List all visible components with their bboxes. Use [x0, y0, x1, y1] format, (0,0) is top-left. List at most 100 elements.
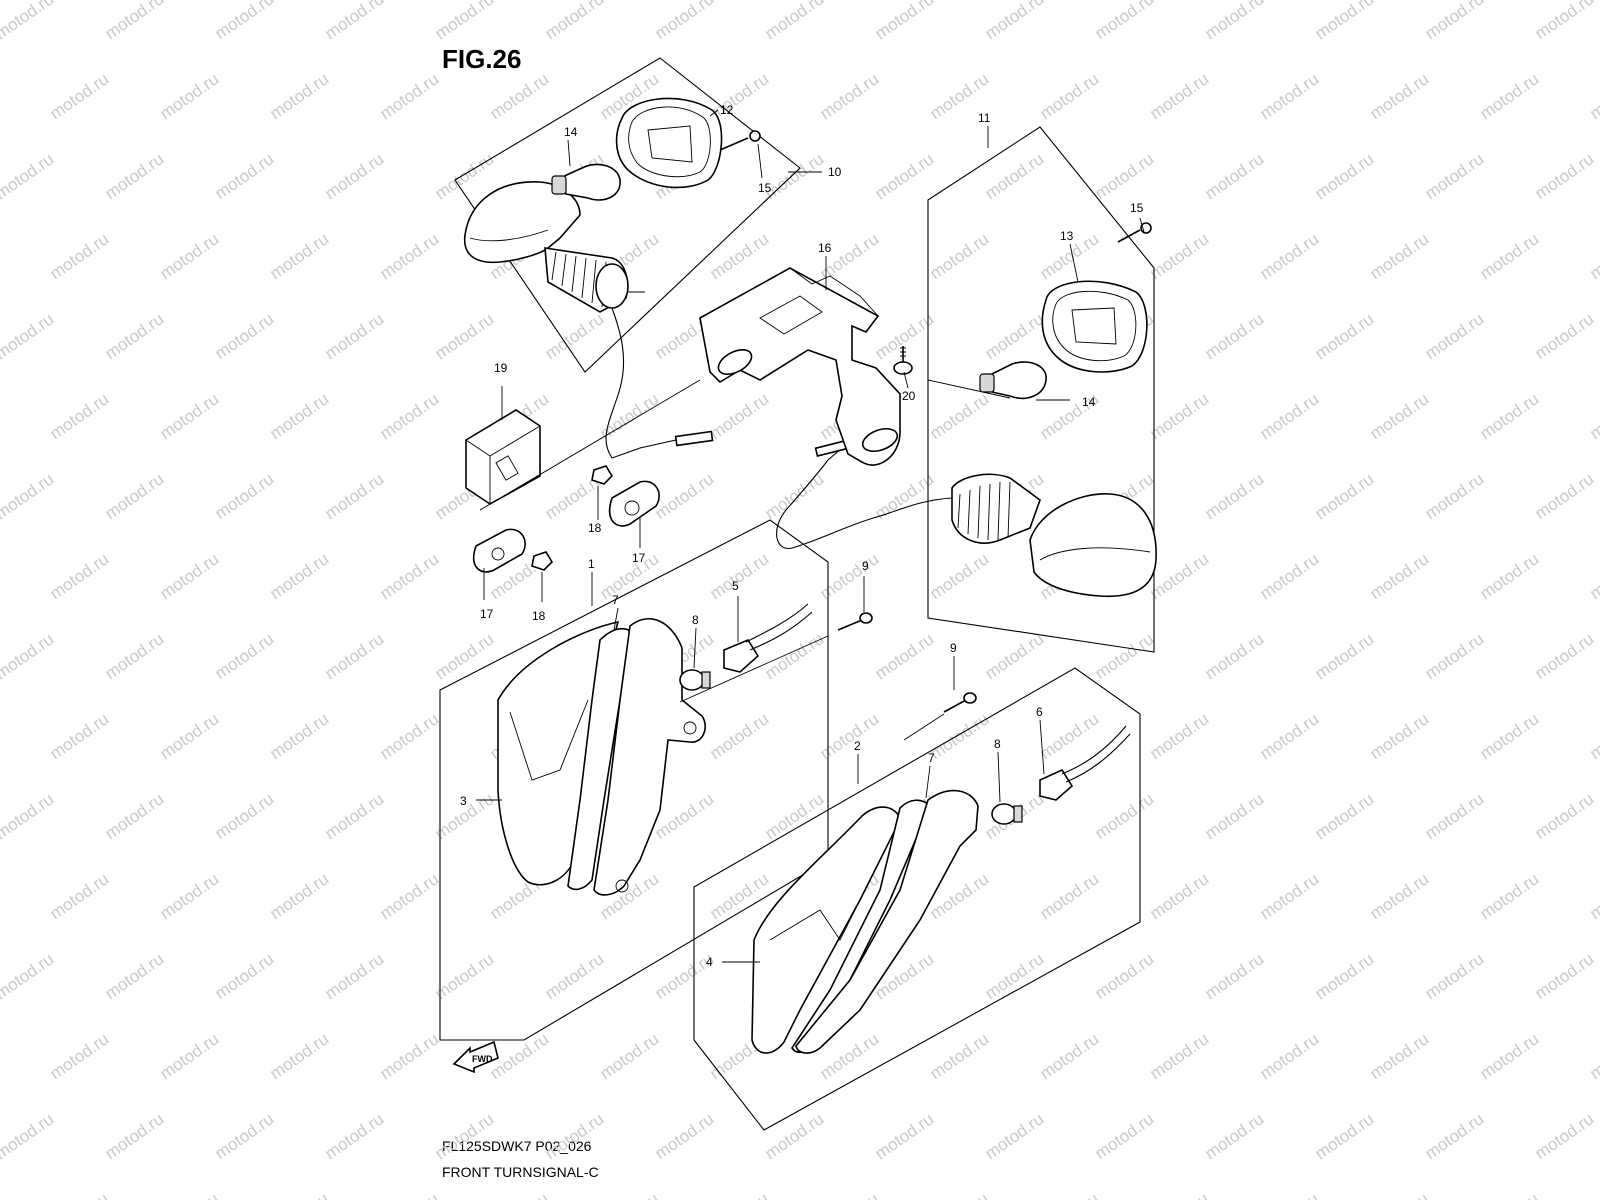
watermark-text: motod.ru — [541, 949, 607, 1003]
watermark-text: motod.ru — [706, 549, 772, 603]
watermark-text: motod.ru — [816, 709, 882, 763]
watermark-text: motod.ru — [1586, 69, 1600, 123]
housing-2-right — [795, 789, 979, 1054]
lens-4 — [751, 806, 901, 1054]
watermark-text: motod.ru — [761, 629, 827, 683]
callout-4: 4 — [706, 955, 713, 969]
watermark-text: motod.ru — [321, 789, 387, 843]
watermark-text: motod.ru — [871, 1109, 937, 1163]
watermark-text: motod.ru — [1421, 309, 1487, 363]
watermark-text: motod.ru — [1586, 869, 1600, 923]
watermark-text: motod.ru — [1311, 309, 1377, 363]
watermark-text: motod.ru — [376, 389, 442, 443]
watermark-text: motod.ru — [211, 949, 277, 1003]
watermark-text: motod.ru — [0, 69, 2, 123]
watermark-text: motod.ru — [1366, 709, 1432, 763]
watermark-text: motod.ru — [871, 149, 937, 203]
watermark-text: motod.ru — [1201, 0, 1267, 43]
watermark-text: motod.ru — [211, 0, 277, 43]
bracket-16 — [699, 267, 901, 466]
watermark-text: motod.ru — [211, 309, 277, 363]
watermark-text: motod.ru — [0, 869, 2, 923]
watermark-text: motod.ru — [1146, 709, 1212, 763]
callout-leaders — [476, 109, 1145, 963]
watermark-text: motod.ru — [1586, 389, 1600, 443]
watermark-text: motod.ru — [1201, 789, 1267, 843]
callout-5: 5 — [732, 579, 739, 593]
watermark-text: motod.ru — [1366, 69, 1432, 123]
watermark-text: motod.ru — [376, 709, 442, 763]
watermark-text: motod.ru — [596, 1189, 662, 1200]
watermark-text: motod.ru — [981, 949, 1047, 1003]
watermark-text: motod.ru — [376, 229, 442, 283]
watermark-text: motod.ru — [1256, 229, 1322, 283]
watermark-text: motod.ru — [926, 709, 992, 763]
watermark-text: motod.ru — [211, 789, 277, 843]
watermark-text: motod.ru — [541, 0, 607, 43]
watermark-text: motod.ru — [0, 149, 57, 203]
relay-19 — [465, 409, 541, 505]
callout-11: 11 — [978, 111, 991, 125]
watermark-text: motod.ru — [0, 1189, 2, 1200]
watermark-text: motod.ru — [596, 1029, 662, 1083]
watermark-text: motod.ru — [321, 949, 387, 1003]
group-2-leader — [903, 713, 945, 741]
watermark-text: motod.ru — [376, 69, 442, 123]
watermark-text: motod.ru — [1201, 1109, 1267, 1163]
callout-16: 16 — [818, 241, 832, 255]
watermark-text: motod.ru — [1311, 0, 1377, 43]
watermark-text: motod.ru — [46, 229, 112, 283]
watermark-text: motod.ru — [156, 549, 222, 603]
watermark-text: motod.ru — [0, 789, 57, 843]
watermark-text: motod.ru — [1091, 1109, 1157, 1163]
lens-3 — [497, 620, 620, 886]
watermark-text: motod.ru — [1476, 69, 1542, 123]
watermark-text: motod.ru — [321, 629, 387, 683]
watermark-text: motod.ru — [321, 149, 387, 203]
watermark-text: motod.ru — [376, 1029, 442, 1083]
watermark-text: motod.ru — [1586, 709, 1600, 763]
watermark-text: motod.ru — [1421, 0, 1487, 43]
watermark-text: motod.ru — [0, 0, 57, 43]
watermark-text: motod.ru — [1036, 709, 1102, 763]
watermark-text: motod.ru — [46, 1029, 112, 1083]
watermark-text: motod.ru — [211, 149, 277, 203]
watermark-text: motod.ru — [156, 69, 222, 123]
callout-15: 15 — [1130, 201, 1144, 215]
watermark-text: motod.ru — [1586, 229, 1600, 283]
watermark-text: motod.ru — [1256, 869, 1322, 923]
watermark-text: motod.ru — [1146, 229, 1212, 283]
watermark-text: motod.ru — [1421, 629, 1487, 683]
watermark-text: motod.ru — [706, 709, 772, 763]
watermark-text: motod.ru — [486, 1189, 552, 1200]
watermark-text: motod.ru — [1091, 789, 1157, 843]
watermark-text: motod.ru — [1421, 469, 1487, 523]
watermark-text: motod.ru — [816, 1189, 882, 1200]
callout-2: 2 — [854, 739, 861, 753]
watermark-text: motod.ru — [871, 629, 937, 683]
watermark-text: motod.ru — [1586, 1189, 1600, 1200]
watermark-text: motod.ru — [1476, 229, 1542, 283]
watermark-text: motod.ru — [1311, 469, 1377, 523]
watermark-text: motod.ru — [1531, 0, 1597, 43]
watermark-text: motod.ru — [816, 69, 882, 123]
watermark-text: motod.ru — [541, 309, 607, 363]
watermark-text: motod.ru — [0, 389, 2, 443]
watermark-text: motod.ru — [156, 709, 222, 763]
watermark-text: motod.ru — [706, 229, 772, 283]
watermark-text: motod.ru — [1091, 949, 1157, 1003]
watermark-text: motod.ru — [981, 149, 1047, 203]
watermark-text: motod.ru — [761, 0, 827, 43]
watermark-text: motod.ru — [926, 549, 992, 603]
watermark-text: motod.ru — [46, 869, 112, 923]
group-11-frame — [927, 126, 1155, 653]
watermark-text: motod.ru — [266, 549, 332, 603]
watermark-text: motod.ru — [1421, 1109, 1487, 1163]
watermark-text: motod.ru — [0, 549, 2, 603]
watermark-text: motod.ru — [266, 869, 332, 923]
watermark-text: motod.ru — [266, 709, 332, 763]
watermark-text: motod.ru — [981, 629, 1047, 683]
watermark-text: motod.ru — [1531, 629, 1597, 683]
